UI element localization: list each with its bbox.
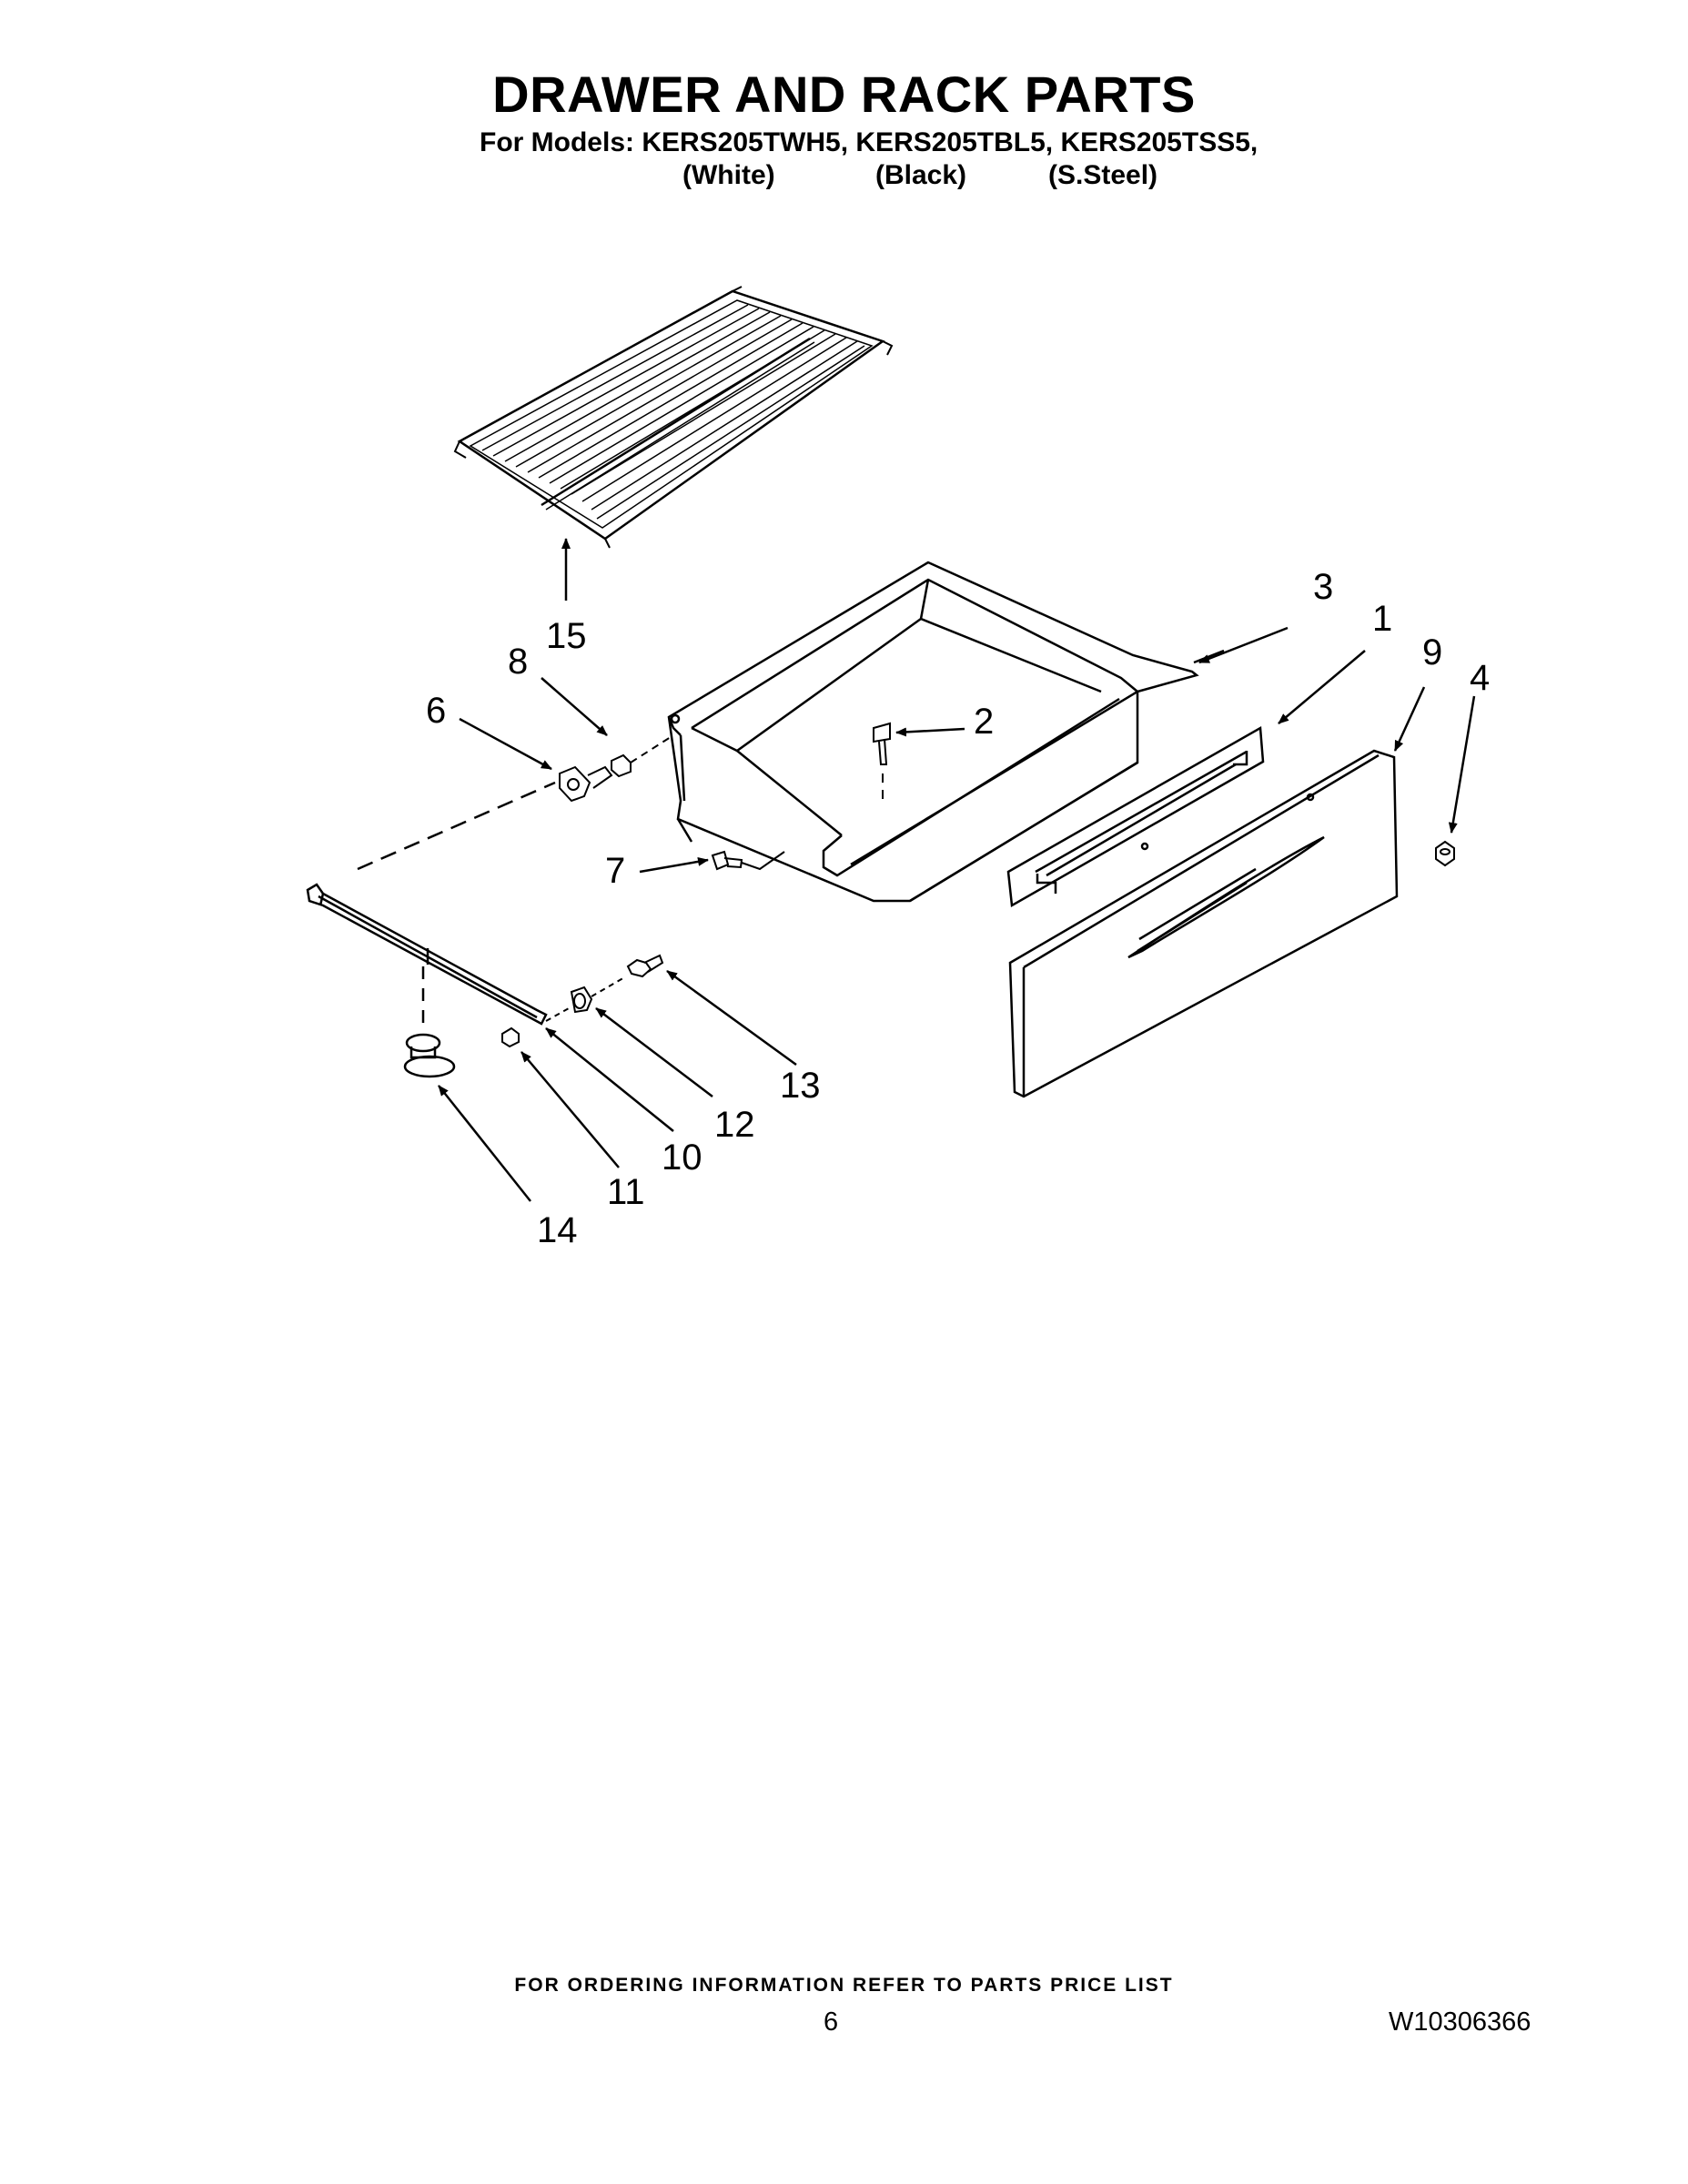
callout-13: 13: [780, 1066, 821, 1106]
callout-15: 15: [546, 616, 587, 656]
callout-9: 9: [1422, 632, 1442, 672]
page-number: 6: [824, 2007, 839, 2037]
callout-14: 14: [537, 1210, 578, 1250]
leveling-glide: [403, 966, 456, 1078]
color-label-white: (White): [682, 160, 775, 190]
callout-3: 3: [1313, 567, 1333, 607]
callout-11: 11: [607, 1172, 645, 1212]
ordering-note: FOR ORDERING INFORMATION REFER TO PARTS …: [514, 1975, 1174, 1996]
slide-roller: [559, 734, 674, 803]
callout-10: 10: [662, 1138, 702, 1178]
slide-rail: [306, 781, 556, 1026]
callout-4: 4: [1470, 658, 1490, 698]
slide-screw: [711, 850, 785, 871]
drawer-screw: [873, 722, 891, 801]
drawer-pan: [667, 561, 1199, 903]
callout-1: 1: [1372, 599, 1392, 639]
callout-6: 6: [426, 691, 446, 731]
document-number: W10306366: [1389, 2007, 1531, 2037]
nut: [1435, 840, 1455, 867]
drawer-rear-panel: [1006, 725, 1265, 908]
models-line: For Models: KERS205TWH5, KERS205TBL5, KE…: [480, 127, 1258, 157]
callout-12: 12: [714, 1105, 755, 1145]
callout-8: 8: [508, 642, 528, 682]
rail-hardware: [501, 954, 664, 1048]
oven-rack: [453, 286, 894, 549]
color-label-black: (Black): [875, 160, 967, 190]
drawer-front-panel: [1008, 749, 1399, 1098]
callout-2: 2: [974, 702, 994, 742]
page-title: DRAWER AND RACK PARTS: [492, 66, 1196, 123]
callout-7: 7: [605, 851, 625, 891]
color-label-steel: (S.Steel): [1048, 160, 1158, 190]
